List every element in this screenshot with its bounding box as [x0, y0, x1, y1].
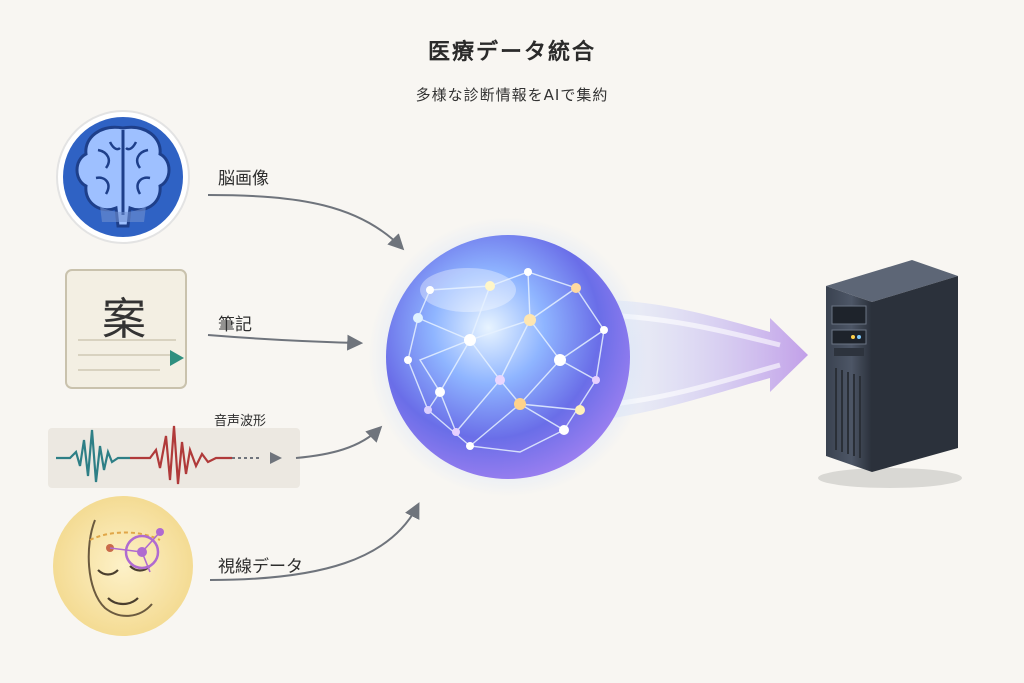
label-gaze-data: 視線データ: [218, 557, 303, 577]
label-handwriting: 筆記: [218, 315, 252, 335]
page-subtitle: 多様な診断情報をAIで集約: [415, 86, 609, 104]
handwriting-note-icon: 案: [65, 269, 187, 389]
eye-tracking-face-icon: [53, 496, 193, 636]
label-brain-image: 脳画像: [218, 169, 269, 189]
page-title: 医療データ統合: [427, 40, 596, 65]
label-audio-waveform: 音声波形: [214, 414, 267, 429]
arrow-note-to-hub: [207, 334, 364, 351]
arrow-gaze-to-hub: [209, 502, 420, 581]
audio-waveform-icon: [48, 425, 300, 488]
ai-network-sphere-icon: [368, 217, 648, 497]
note-glyph: 案: [102, 294, 146, 345]
arrow-audio-to-hub: [295, 425, 383, 459]
brain-icon: [56, 110, 190, 244]
arrow-brain-to-hub: [207, 194, 405, 251]
server-icon: [818, 260, 962, 488]
